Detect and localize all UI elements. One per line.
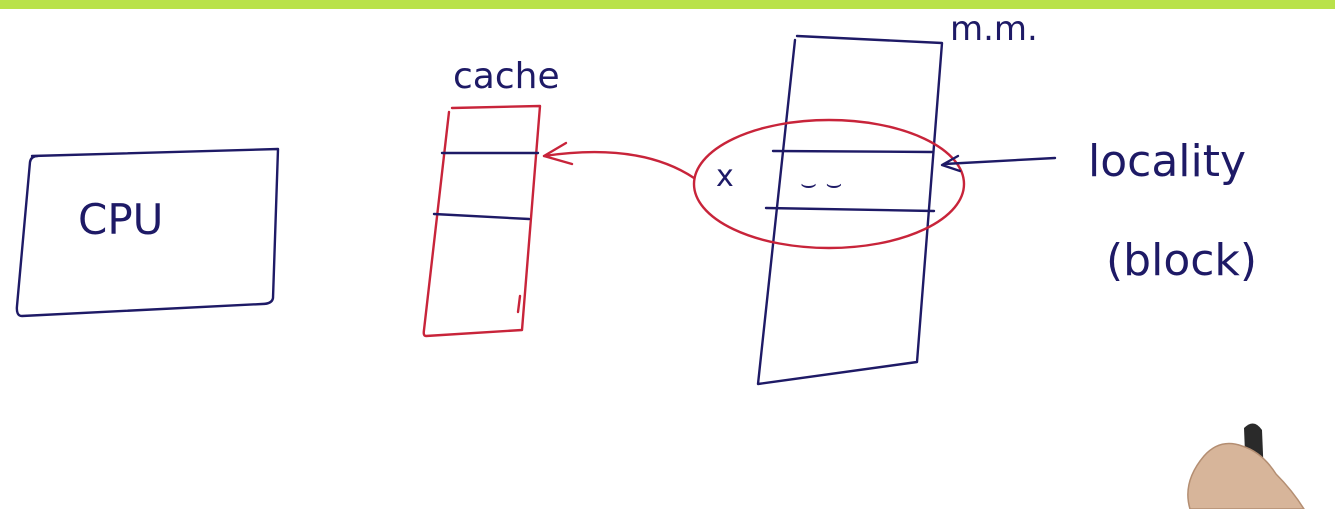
element-x-label: x — [716, 159, 734, 194]
cpu-box — [15, 147, 280, 318]
hand-shape — [1187, 442, 1305, 509]
block-ellipse — [692, 118, 966, 250]
transfer-arrowhead — [542, 141, 574, 166]
locality-label: locality — [1088, 136, 1246, 187]
locality-arrow — [942, 156, 1057, 166]
top-bar — [0, 0, 1335, 9]
block-label: (block) — [1106, 235, 1257, 286]
block-line-bottom — [764, 206, 936, 213]
cache-line-bottom — [432, 212, 531, 221]
presenter-hand — [1187, 423, 1305, 509]
main-memory-label: m.m. — [950, 9, 1038, 49]
cpu-label: CPU — [78, 195, 163, 244]
cache-label: cache — [453, 56, 560, 97]
locality-arrowhead — [940, 154, 962, 173]
cache-box — [422, 104, 542, 338]
transfer-arrow — [542, 150, 696, 180]
main-memory-box — [756, 34, 944, 386]
block-line-top — [771, 149, 934, 154]
block-words: ⌣ ⌣ — [800, 169, 842, 199]
cache-tick — [516, 294, 522, 314]
